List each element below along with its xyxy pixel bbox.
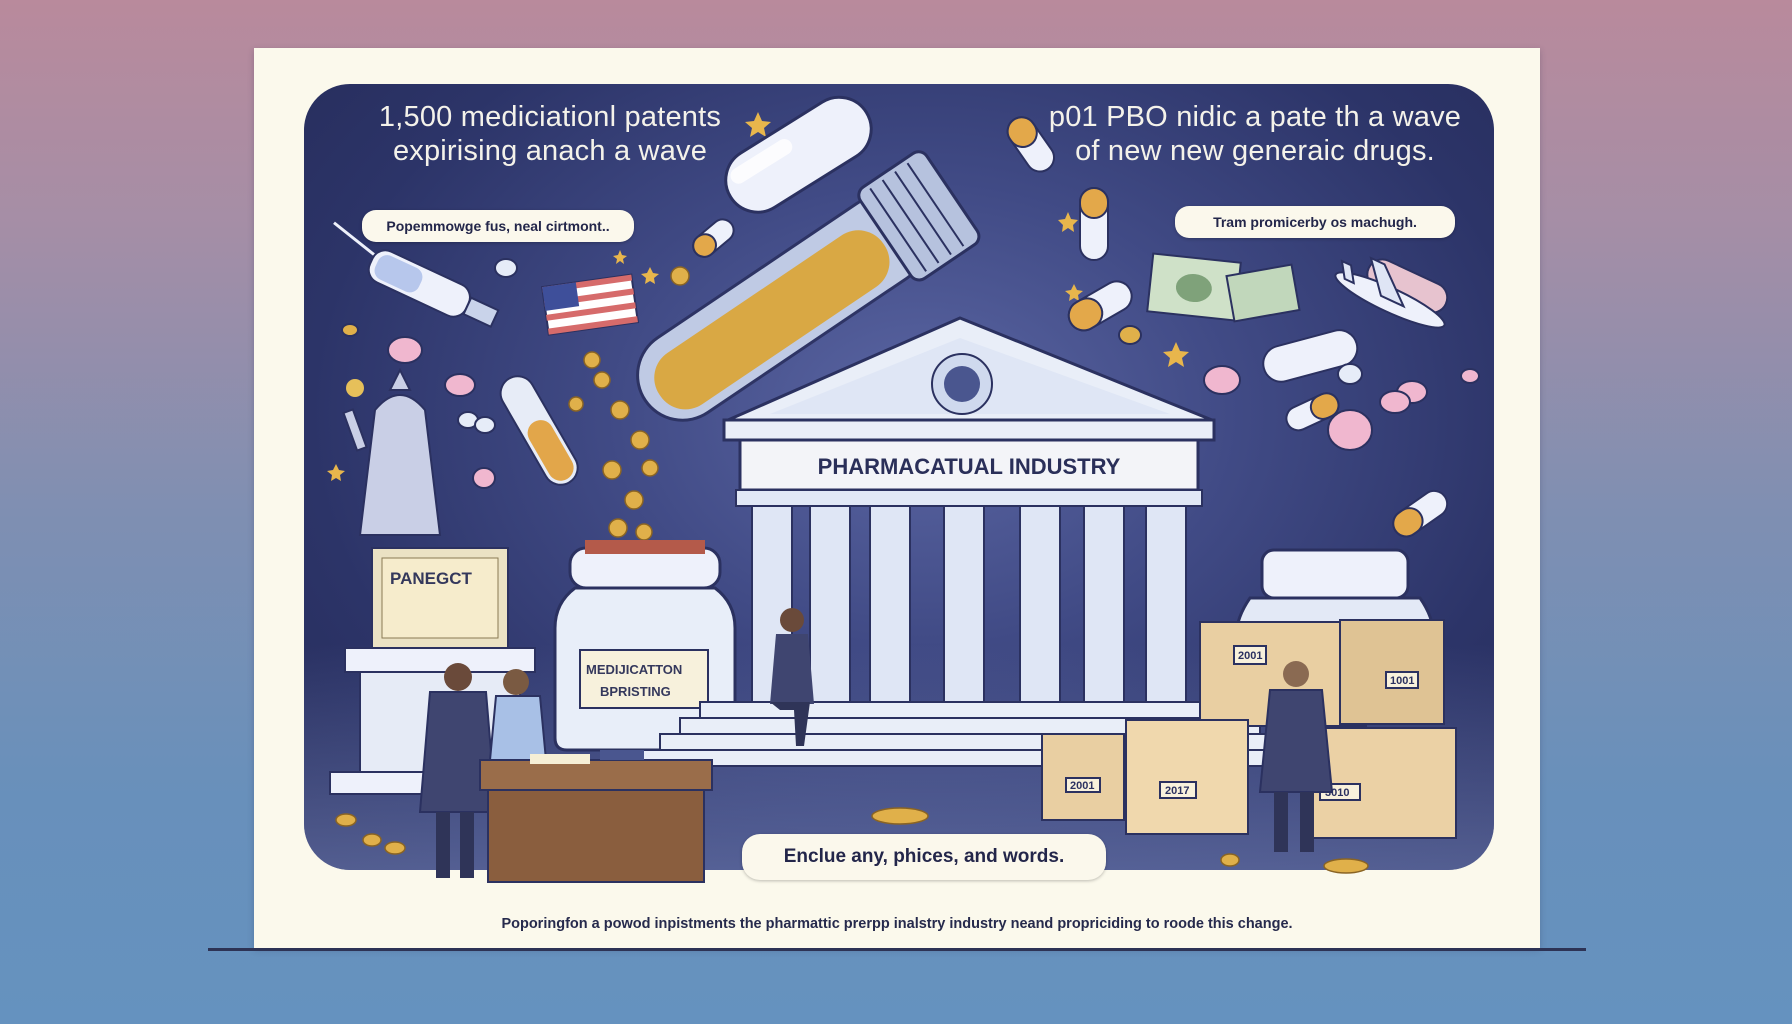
capsule-lower-right xyxy=(1392,489,1449,538)
airplane xyxy=(1334,256,1446,329)
test-tube xyxy=(499,375,579,486)
desk-scene xyxy=(418,663,713,883)
headline-left-line1: 1,500 mediciationl patents xyxy=(378,101,722,133)
headline-right-line2: of new new generaic drugs. xyxy=(1075,135,1435,167)
left-caption-pill: Popemmowge fus, neal cirtmont.. xyxy=(362,210,634,242)
capsule-yellow-right xyxy=(1006,116,1055,173)
capsule-orange-right xyxy=(1067,280,1133,332)
jar-label-line2: BPRISTING xyxy=(600,684,671,699)
big-capsule xyxy=(724,95,873,214)
syringe xyxy=(333,221,500,329)
headline-right-line1: p01 PBO nidic a pate th a wave xyxy=(1048,101,1462,133)
card-baseline xyxy=(208,948,1586,951)
standing-man-right xyxy=(1258,661,1334,852)
flag-left xyxy=(541,273,640,336)
box-label-4: 2017 xyxy=(1165,785,1189,797)
floor-pills xyxy=(335,807,1369,874)
stars xyxy=(327,112,1189,481)
capsule-small-top xyxy=(692,218,735,258)
capsule-vertical xyxy=(1079,187,1109,261)
headline-left: 1,500 mediciationl patents expirising an… xyxy=(355,100,745,168)
building-sign-text: PHARMACATUAL INDUSTRY xyxy=(818,454,1121,479)
bottom-caption-pill: Enclue any, phices, and words. xyxy=(742,834,1106,880)
right-caption-pill: Tram promicerby os machugh. xyxy=(1175,206,1455,238)
sitting-man xyxy=(770,608,814,746)
money-bills xyxy=(1146,252,1301,323)
headline-left-line2: expirising anach a wave xyxy=(392,135,708,167)
box-label-2: 1001 xyxy=(1390,675,1414,687)
pedestal-sign-text: PANEGCT xyxy=(390,569,472,588)
capsule-mid-right xyxy=(1285,392,1340,432)
box-label-1: 2001 xyxy=(1238,650,1262,662)
tablets xyxy=(341,258,1480,489)
capsule-white-right xyxy=(1262,329,1359,383)
box-labels: 2001 1001 2001 2017 3010 xyxy=(1070,650,1414,799)
liberty-statue xyxy=(342,367,442,536)
pill-tube xyxy=(636,150,981,422)
footer-caption: Poporingfon a powod inpistments the phar… xyxy=(501,916,1293,932)
box-label-3: 2001 xyxy=(1070,780,1094,792)
medication-jar: MEDIJICATTON BPRISTING xyxy=(553,540,737,752)
jar-label-line1: MEDIJICATTON xyxy=(586,662,682,677)
headline-right: p01 PBO nidic a pate th a wave of new ne… xyxy=(1045,100,1465,168)
